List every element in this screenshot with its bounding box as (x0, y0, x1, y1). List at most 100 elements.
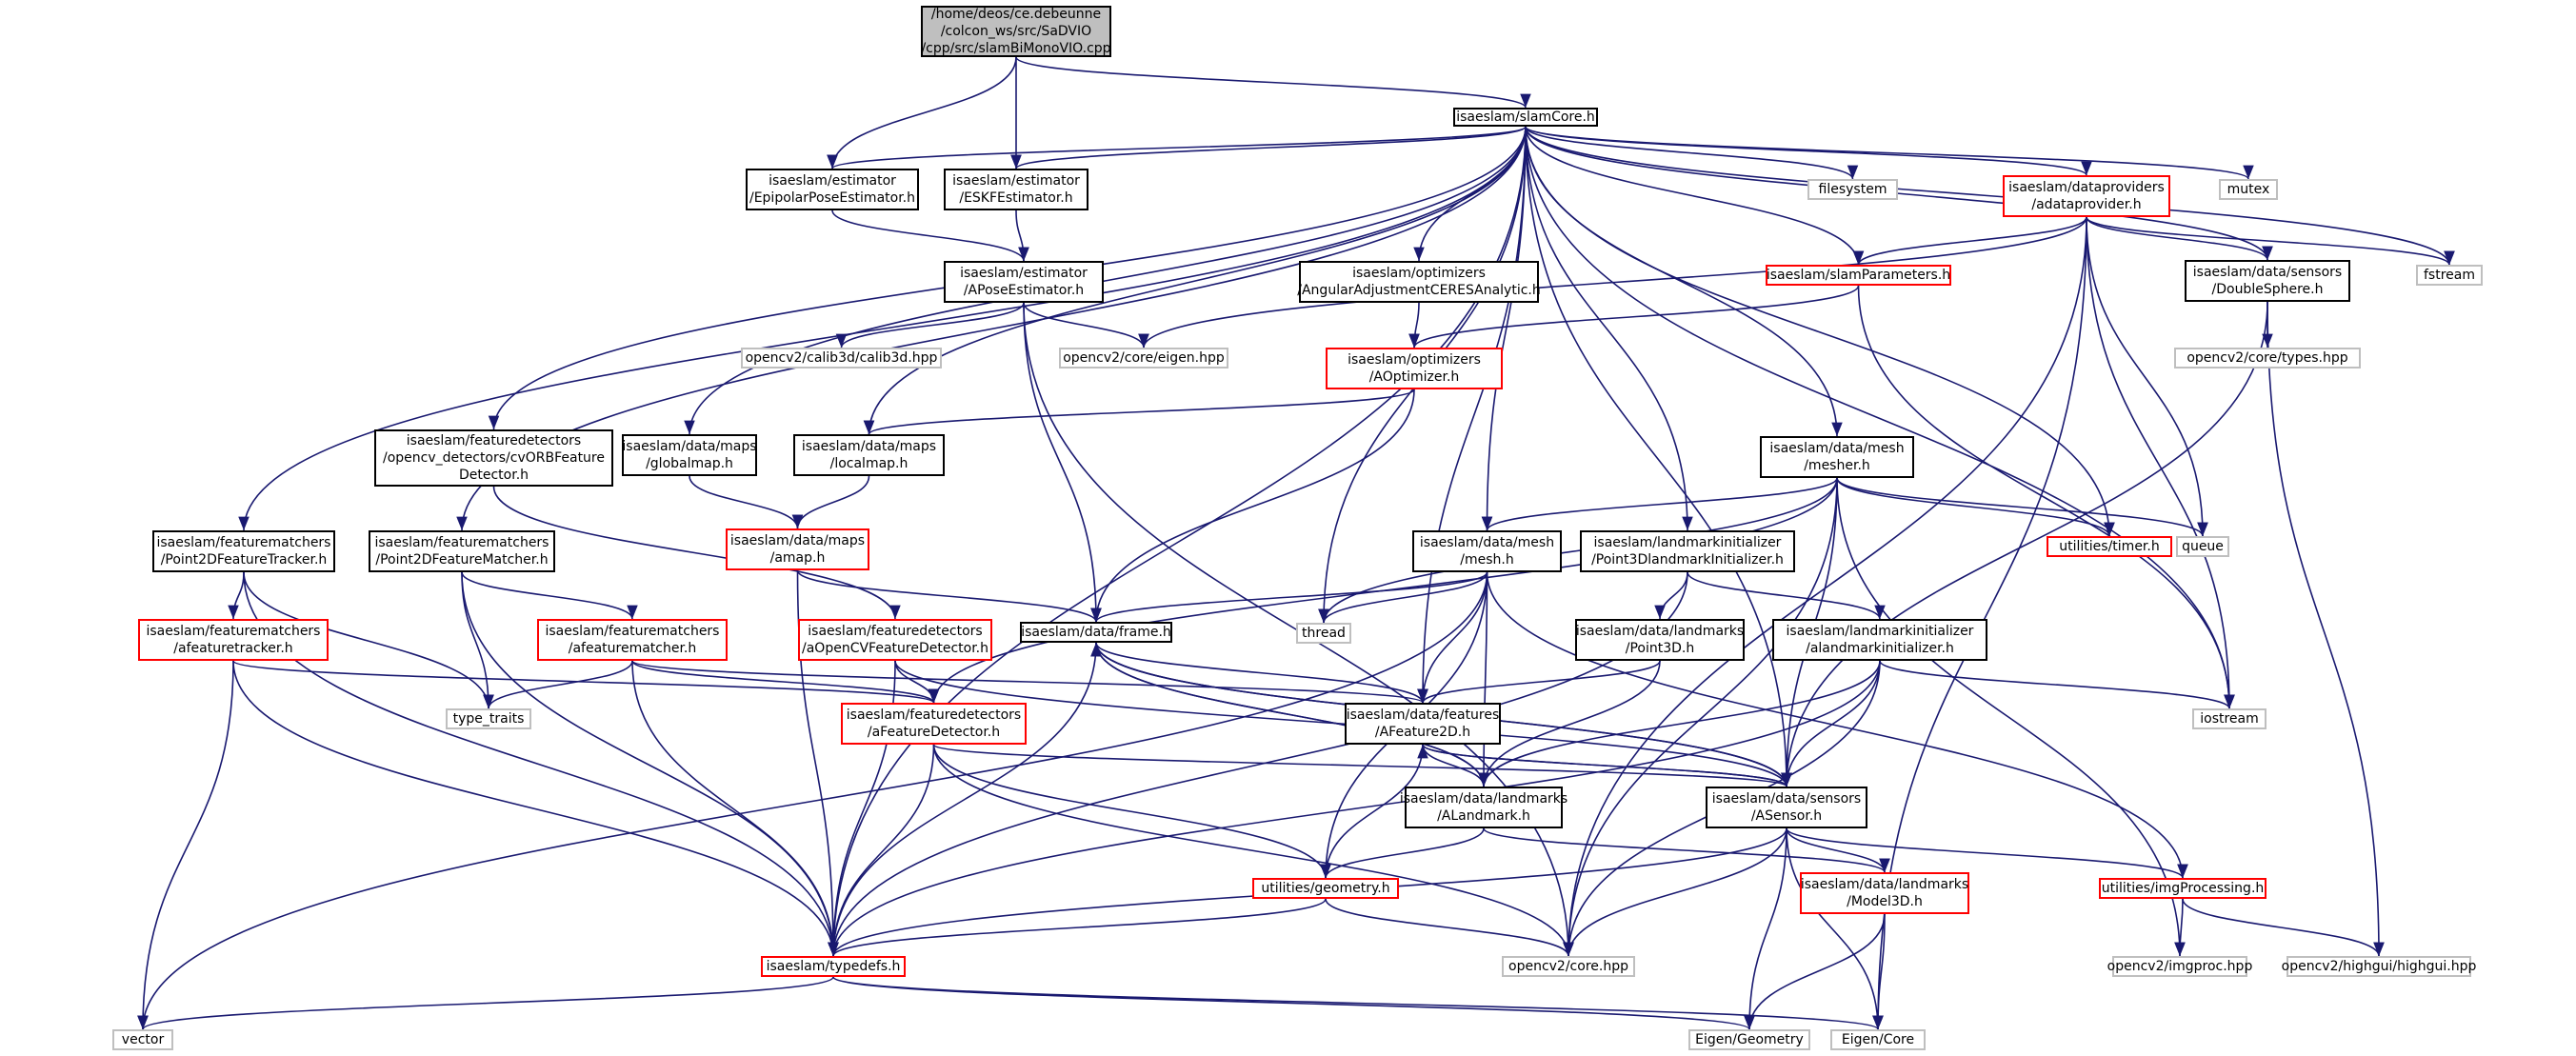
edge-mesh-to-imgProc (1486, 571, 2188, 879)
node-cvTypes[interactable]: opencv2/core/types.hpp (2174, 348, 2361, 369)
node-p3dInit[interactable]: isaeslam/landmarkinitializer/Point3Dland… (1580, 530, 1795, 572)
node-afeaturetracker[interactable]: isaeslam/featurematchers/afeaturetracker… (138, 619, 329, 661)
node-fstream[interactable]: fstream (2416, 265, 2483, 286)
node-label-line: isaeslam/data/landmarks (1575, 624, 1745, 639)
edge-amap-to-frame (796, 569, 1102, 623)
node-adataprovider[interactable]: isaeslam/dataproviders/adataprovider.h (2003, 175, 2170, 217)
node-label-line: /ASensor.h (1750, 808, 1823, 824)
node-doubleSphere[interactable]: isaeslam/data/sensors/DoubleSphere.h (2185, 260, 2350, 302)
node-p2dTracker[interactable]: isaeslam/featurematchers/Point2DFeatureT… (152, 530, 335, 572)
node-timer[interactable]: utilities/timer.h (2047, 536, 2172, 557)
node-cvEigen[interactable]: opencv2/core/eigen.hpp (1059, 348, 1228, 369)
node-label-line: isaeslam/featurematchers (374, 535, 549, 550)
node-queue[interactable]: queue (2176, 536, 2229, 557)
node-epipolarPose[interactable]: isaeslam/estimator/EpipolarPoseEstimator… (746, 169, 919, 210)
node-label-line: /afeaturetracker.h (173, 641, 293, 656)
node-aFeatDet[interactable]: isaeslam/featuredetectors/aFeatureDetect… (841, 703, 1027, 745)
node-label-line: utilities/timer.h (2059, 539, 2160, 554)
node-aPoseEst[interactable]: isaeslam/estimator/APoseEstimator.h (944, 261, 1104, 303)
node-lmInit[interactable]: isaeslam/landmarkinitializer/alandmarkin… (1772, 619, 1987, 661)
node-label-line: Detector.h (458, 468, 529, 483)
node-label-line: isaeslam/landmarkinitializer (1786, 624, 1974, 639)
node-aLandmark[interactable]: isaeslam/data/landmarks/ALandmark.h (1400, 787, 1568, 828)
node-eigenCore[interactable]: Eigen/Core (1830, 1029, 1926, 1050)
node-aSensor[interactable]: isaeslam/data/sensors/ASensor.h (1706, 787, 1867, 828)
node-label-line: utilities/geometry.h (1261, 881, 1390, 896)
edge-p2dMatcher-to-typeTraits (461, 571, 494, 709)
node-model3D[interactable]: isaeslam/data/landmarks/Model3D.h (1800, 872, 1969, 914)
edge-slamParams-to-iostream (1857, 285, 2235, 709)
node-label-line: isaeslam/data/landmarks (1399, 791, 1568, 807)
node-filesystem[interactable]: filesystem (1807, 179, 1898, 200)
node-label-line: isaeslam/data/landmarks (1800, 877, 1969, 892)
node-label-line: isaeslam/slamCore.h (1456, 110, 1595, 125)
node-aFeature2D[interactable]: isaeslam/data/features/AFeature2D.h (1345, 703, 1501, 745)
node-p2dMatcher[interactable]: isaeslam/featurematchers/Point2DFeatureM… (369, 530, 555, 572)
node-cvHighgui[interactable]: opencv2/highgui/highgui.hpp (2282, 956, 2476, 977)
node-aOptimizer[interactable]: isaeslam/optimizers/AOptimizer.h (1326, 348, 1503, 389)
edge-slamCore-to-p2dTracker (238, 126, 1527, 531)
node-label-line: /aFeatureDetector.h (867, 725, 1001, 740)
edge-aSensor-to-model3D (1786, 827, 1890, 873)
edge-slamCore-to-aSensor (1525, 126, 1792, 787)
node-label-line: fstream (2424, 268, 2475, 283)
node-label-line: /localmap.h (829, 456, 909, 471)
node-label-line: /mesh.h (1460, 552, 1514, 568)
node-point3D[interactable]: isaeslam/data/landmarks/Point3D.h (1575, 619, 1745, 661)
node-geometry[interactable]: utilities/geometry.h (1252, 878, 1399, 899)
node-slamParams[interactable]: isaeslam/slamParameters.h (1766, 265, 1951, 286)
node-globalmap[interactable]: isaeslam/data/maps/globalmap.h (622, 434, 757, 476)
node-label-line: isaeslam/slamParameters.h (1766, 268, 1951, 283)
node-label-line: /alandmarkinitializer.h (1806, 641, 1954, 656)
node-label-line: isaeslam/data/maps (801, 439, 937, 454)
node-label-line: isaeslam/featurematchers (146, 624, 321, 639)
edge-point3D-to-aFeature2D (1417, 660, 1661, 704)
node-mesher[interactable]: isaeslam/data/mesh/mesher.h (1760, 436, 1914, 478)
edge-cvORB-to-aOpenCV (492, 486, 901, 620)
node-eskf[interactable]: isaeslam/estimator/ESKFEstimator.h (944, 169, 1088, 210)
node-cvORB[interactable]: isaeslam/featuredetectors/opencv_detecto… (374, 429, 613, 487)
node-aOpenCV[interactable]: isaeslam/featuredetectors/aOpenCVFeature… (798, 619, 992, 661)
node-label-line: isaeslam/estimator (952, 173, 1080, 189)
node-cvCore[interactable]: opencv2/core.hpp (1502, 956, 1635, 977)
node-calib3d[interactable]: opencv2/calib3d/calib3d.hpp (741, 348, 942, 369)
node-label-line: mutex (2227, 182, 2270, 197)
node-iostream[interactable]: iostream (2192, 708, 2266, 729)
edge-adataprovider-to-iostream (2086, 216, 2235, 709)
node-thread[interactable]: thread (1296, 623, 1351, 644)
edge-aFeatDet-to-typedefs (828, 744, 935, 957)
node-slamCore[interactable]: isaeslam/slamCore.h (1453, 108, 1598, 127)
node-label-line: /colcon_ws/src/SaDVIO (940, 24, 1092, 39)
node-typedefs[interactable]: isaeslam/typedefs.h (761, 956, 906, 977)
node-mutex[interactable]: mutex (2219, 179, 2278, 200)
edge-aFeatDet-to-aSensor (932, 744, 1792, 787)
edge-afeaturetracker-to-aFeatDet (232, 660, 939, 704)
node-mesh[interactable]: isaeslam/data/mesh/mesh.h (1412, 530, 1562, 572)
edge-doubleSphere-to-aSensor (1781, 301, 2268, 787)
edge-aLandmark-to-frame (1090, 642, 1485, 787)
edge-afeaturematcher-to-typeTraits (483, 660, 633, 709)
edge-aOptimizer-to-localmap (864, 389, 1415, 435)
node-frame[interactable]: isaeslam/data/frame.h (1020, 622, 1172, 643)
node-imgProc[interactable]: utilities/imgProcessing.h (2099, 878, 2266, 899)
node-cvImgproc[interactable]: opencv2/imgproc.hpp (2107, 956, 2252, 977)
node-angularAdj[interactable]: isaeslam/optimizers/AngularAdjustmentCER… (1297, 261, 1541, 303)
node-label-line: isaeslam/featuredetectors (846, 707, 1022, 723)
node-eigenGeometry[interactable]: Eigen/Geometry (1688, 1029, 1810, 1050)
node-amap[interactable]: isaeslam/data/maps/amap.h (726, 528, 869, 570)
node-label-line: /DoubleSphere.h (2211, 282, 2324, 297)
node-afeaturematcher[interactable]: isaeslam/featurematchers/afeaturematcher… (537, 619, 728, 661)
edge-angularAdj-to-aOptimizer (1408, 302, 1420, 349)
node-typeTraits[interactable]: type_traits (446, 708, 531, 729)
node-label-line: opencv2/core/types.hpp (2187, 350, 2348, 366)
edge-mesh-to-thread (1318, 571, 1488, 624)
node-localmap[interactable]: isaeslam/data/maps/localmap.h (793, 434, 945, 476)
edge-slamCore-to-adataprovider (1525, 126, 2092, 176)
edge-slamCore-to-filesystem (1525, 126, 1859, 180)
node-vector[interactable]: vector (112, 1029, 173, 1050)
edge-model3D-to-eigenCore (1872, 913, 1886, 1030)
node-root[interactable]: /home/deos/ce.debeunne/colcon_ws/src/SaD… (921, 6, 1111, 57)
edge-mesher-to-mesh (1481, 477, 1838, 531)
node-label-line: isaeslam/data/sensors (1711, 791, 1862, 807)
edge-slamCore-to-aFeature2D (1417, 126, 1527, 704)
